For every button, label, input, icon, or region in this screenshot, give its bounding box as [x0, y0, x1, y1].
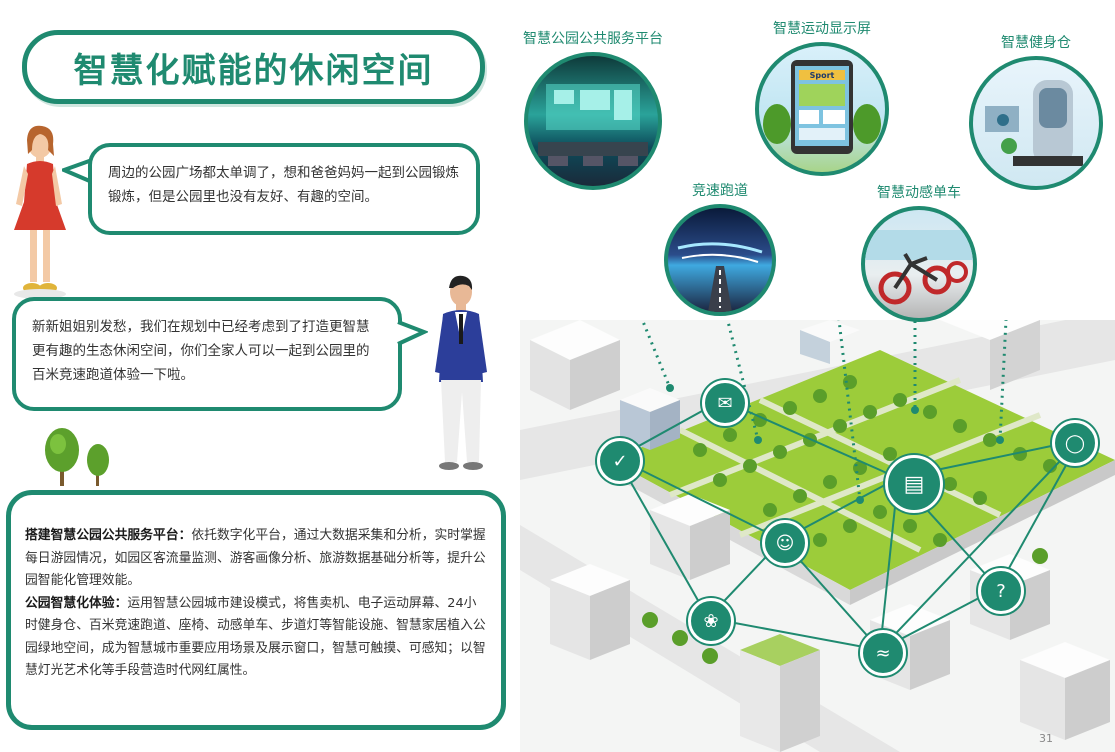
- feature-smart-bike: 智慧动感单车: [858, 182, 980, 322]
- info-item-platform-title: 搭建智慧公园公共服务平台：: [25, 528, 192, 543]
- page-title: 智慧化赋能的休闲空间: [73, 50, 434, 91]
- man-illustration: [435, 275, 487, 470]
- leader-lines: [640, 320, 1008, 501]
- monitor-node-icon: ▤: [885, 455, 943, 513]
- robot-node-icon: ☺: [762, 520, 808, 566]
- dialogue-girl: 周边的公园广场都太单调了，想和爸爸妈妈一起到公园锻炼锻炼，但是公园里也没有友好、…: [108, 165, 459, 205]
- speech-bubble-man: 新新姐姐别发愁，我们在规划中已经考虑到了打造更智慧更有趣的生态休闲空间，你们全家…: [12, 297, 402, 411]
- feature-race-track: 竞速跑道: [662, 180, 778, 316]
- fitness-pod-image: [969, 56, 1103, 190]
- dialogue-man: 新新姐姐别发愁，我们在规划中已经考虑到了打造更智慧更有趣的生态休闲空间，你们全家…: [32, 319, 370, 383]
- tennis-node-icon: ◯: [1052, 420, 1098, 466]
- chart-node-icon: ≈: [860, 630, 906, 676]
- buildings: [530, 320, 1110, 752]
- page-title-box: 智慧化赋能的休闲空间: [22, 30, 485, 104]
- service-platform-image: [524, 52, 662, 190]
- info-item-platform: 搭建智慧公园公共服务平台：依托数字化平台，通过大数据采集和分析，实时掌握每日游园…: [25, 525, 487, 593]
- shield-node-icon: ✓: [597, 438, 643, 484]
- handshake-node-icon: ✉: [702, 380, 748, 426]
- feature-label: 智慧公园公共服务平台: [523, 31, 663, 47]
- info-item-experience: 公园智慧化体验：运用智慧公园城市建设模式，将售卖机、电子运动屏幕、24小时健身仓…: [25, 593, 487, 683]
- feature-sport-display: 智慧运动显示屏 Sport: [752, 18, 892, 176]
- info-panel: 搭建智慧公园公共服务平台：依托数字化平台，通过大数据采集和分析，实时掌握每日游园…: [6, 490, 506, 730]
- feature-service-platform: 智慧公园公共服务平台: [518, 28, 668, 190]
- tree-decoration: [45, 428, 109, 486]
- feature-label: 竞速跑道: [692, 183, 748, 199]
- info-item-experience-title: 公园智慧化体验：: [25, 595, 128, 611]
- help-node-icon: ?: [978, 568, 1024, 614]
- info-item-platform-text: 依托数字化平台，通过大数据采集和分析，实时掌握每日游园情况，如园区客流量监测、游…: [25, 528, 486, 588]
- sport-display-image: Sport: [755, 42, 889, 176]
- screen-label: Sport: [810, 71, 835, 80]
- speech-bubble-girl: 周边的公园广场都太单调了，想和爸爸妈妈一起到公园锻炼锻炼，但是公园里也没有友好、…: [88, 143, 480, 235]
- speech-bubble-tail: [397, 320, 428, 346]
- race-track-image: [664, 204, 776, 316]
- feature-label: 智慧运动显示屏: [773, 21, 871, 37]
- speech-bubble-tail: [62, 158, 93, 184]
- smart-bike-image: [861, 206, 977, 322]
- feature-label: 智慧动感单车: [877, 185, 961, 201]
- page-number: 31: [1039, 732, 1053, 745]
- feature-label: 智慧健身仓: [1001, 35, 1071, 51]
- girl-illustration: [14, 125, 66, 299]
- plant-node-icon: ❀: [688, 598, 734, 644]
- info-item-experience-text: 运用智慧公园城市建设模式，将售卖机、电子运动屏幕、24小时健身仓、百米竞速跑道、…: [25, 595, 486, 679]
- smart-park-map: [520, 320, 1115, 752]
- feature-fitness-pod: 智慧健身仓: [968, 32, 1104, 190]
